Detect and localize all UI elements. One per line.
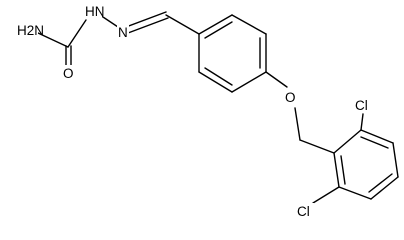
benzene-ring-1	[198, 14, 267, 93]
amine-nh2-label: H2N	[17, 23, 44, 38]
bond-ch-ring	[165, 14, 200, 35]
ring2-bond	[338, 186, 372, 200]
label-mask	[354, 97, 372, 113]
label-mask	[84, 3, 102, 19]
ring2-bond	[370, 176, 399, 200]
molecule-structure: H2N HN N O O Cl Cl	[16, 3, 399, 219]
bond-ring-oxygen	[265, 71, 288, 88]
label-mask	[16, 22, 38, 38]
ring2-bond	[360, 129, 394, 144]
bond-n-ch-1	[127, 17, 169, 34]
bond-nh2-carbonyl	[37, 32, 69, 48]
benzene-ring-2	[312, 113, 399, 204]
ring1-bond	[231, 14, 267, 35]
hydrazine-nh-label: HN	[85, 4, 105, 19]
imine-n-label: N	[118, 25, 128, 40]
ring2-inner-bond	[368, 173, 393, 193]
bond-n-ch-2	[125, 11, 167, 28]
hydrazone-chain-bonds	[37, 11, 200, 67]
label-mask	[284, 89, 298, 105]
label-mask	[296, 203, 314, 219]
bond-carbonyl-nh	[67, 19, 87, 48]
bond-ch2-ring	[299, 139, 335, 154]
ring2-bond	[392, 142, 399, 178]
chlorine-bottom-label: Cl	[297, 204, 310, 219]
carbonyl-oxygen-label: O	[63, 66, 74, 81]
ether-oxygen-label: O	[285, 90, 296, 105]
ring2-inner-bond	[360, 136, 389, 149]
ring2-bond	[333, 129, 362, 154]
bond-nh-n	[99, 14, 119, 28]
bond-ring-cl-top	[360, 113, 364, 131]
ring1-bond	[231, 71, 267, 93]
atom-labels: H2N HN N O O Cl Cl	[16, 3, 372, 219]
ether-linkage-bonds	[265, 71, 335, 154]
label-mask	[62, 65, 76, 81]
chlorine-top-label: Cl	[355, 98, 368, 113]
label-mask	[117, 24, 129, 40]
ring1-inner-bond	[204, 21, 233, 39]
ring1-bond	[198, 14, 233, 35]
ring1-bond	[198, 71, 233, 93]
ring2-inner-bond	[340, 155, 346, 185]
bond-oxygen-ch2	[294, 107, 301, 141]
ring2-bond	[333, 152, 340, 188]
bond-ring-cl-bottom	[312, 186, 340, 204]
ring1-inner-bond	[204, 67, 233, 86]
